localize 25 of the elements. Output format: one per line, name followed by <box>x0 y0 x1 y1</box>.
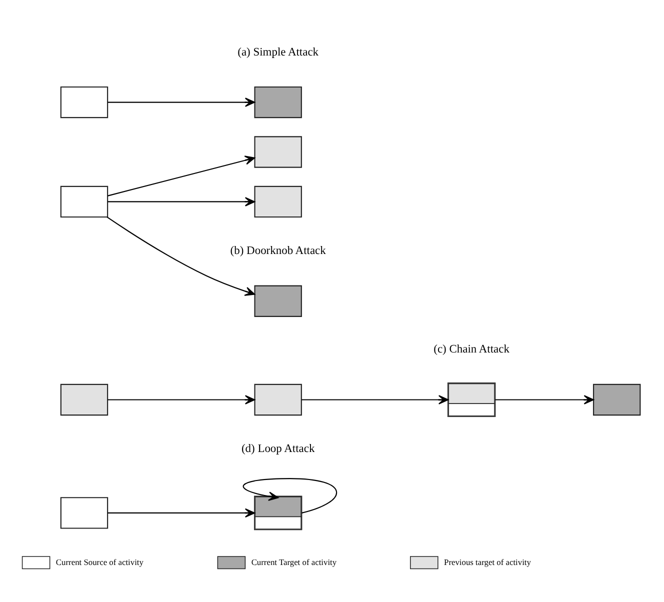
node-box <box>254 284 302 316</box>
label: (d) Loop Attack <box>241 442 315 455</box>
node-box <box>60 496 108 528</box>
arrow <box>108 97 256 106</box>
label: (b) Doorknob Attack <box>230 244 326 257</box>
arrow <box>108 196 256 206</box>
node-box <box>60 383 108 416</box>
arrow <box>108 394 256 404</box>
node-box <box>254 86 302 118</box>
arrow <box>495 394 594 404</box>
arrow <box>302 394 449 404</box>
legend-label: Previous target of activity <box>444 557 531 566</box>
arrow <box>108 155 256 196</box>
node-box <box>593 383 641 416</box>
label: (c) Chain Attack <box>434 343 510 356</box>
label: (a) Simple Attack <box>238 46 319 58</box>
node-box <box>60 185 108 218</box>
arrow <box>106 216 256 296</box>
legend-label: Current Target of activity <box>251 557 337 566</box>
legend-label: Current Source of activity <box>56 557 144 566</box>
node-box <box>60 86 108 118</box>
arrow <box>108 508 256 518</box>
node-box <box>254 136 302 168</box>
node-box <box>254 383 302 416</box>
node-box <box>254 185 302 218</box>
